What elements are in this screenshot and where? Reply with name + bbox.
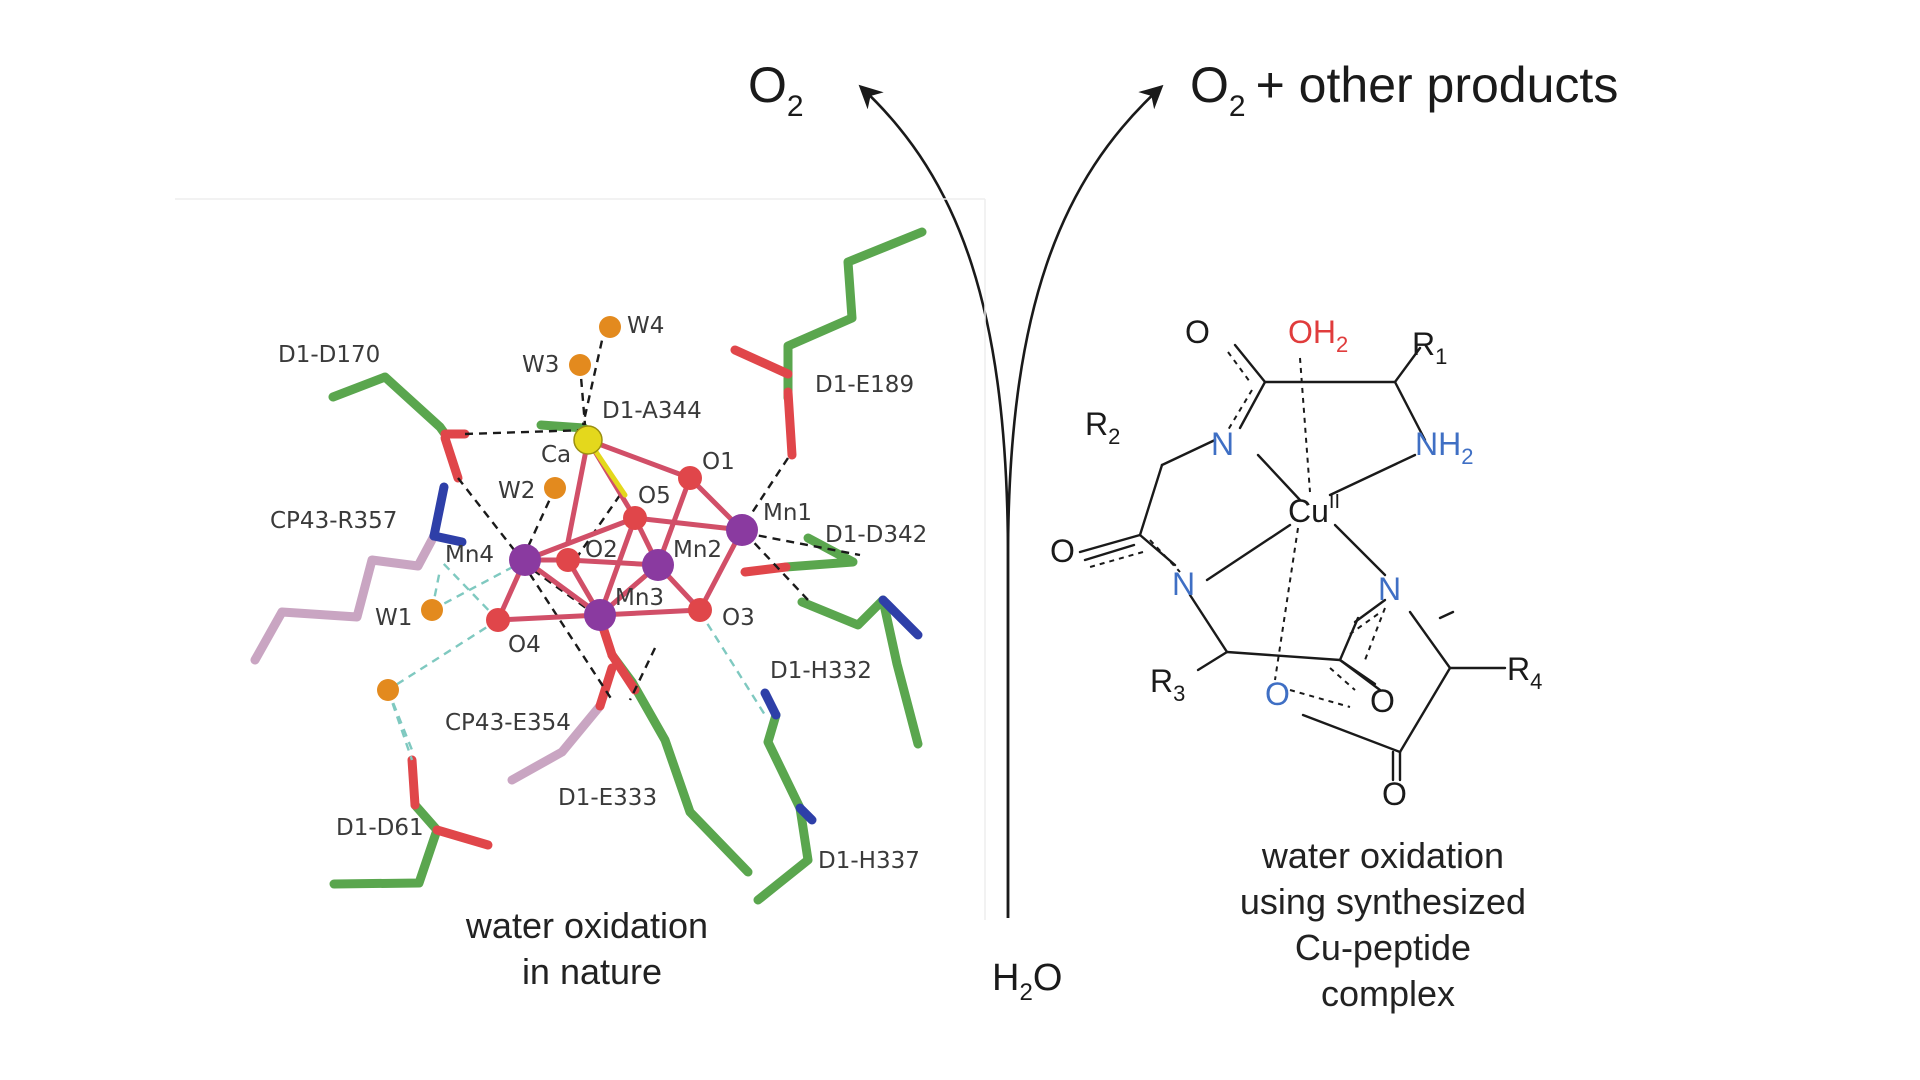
residue-d1-h337-n	[760, 688, 781, 720]
oxygen-o5-atom	[623, 506, 647, 530]
water-w4-atom	[599, 316, 621, 338]
residue-d1-e189-oxygen2	[730, 345, 793, 379]
residue-d1-d61	[329, 800, 442, 889]
reactant-label: H2O	[992, 957, 1062, 1006]
oxygen-bottom-label: O	[1382, 776, 1407, 812]
oxygen-o4-atom	[486, 608, 510, 632]
residue-d1-h332-n	[878, 595, 923, 640]
residue-d1-d342	[781, 533, 858, 572]
label-mn2: Mn2	[673, 537, 722, 563]
manganese-1-atom	[726, 514, 758, 546]
residue-cp43-r357	[250, 531, 439, 665]
residue-cp43-r357-n1	[429, 482, 449, 541]
label-o1: O1	[702, 449, 735, 475]
label-d1-h332: D1-H332	[770, 658, 872, 684]
structure-labels: D1-D170 W4 W3 D1-A344 Ca D1-E189 O1 W2 O…	[270, 313, 927, 874]
water-extra-atom	[377, 679, 399, 701]
coordinated-water-label: OH2	[1288, 314, 1348, 357]
label-d1-d170: D1-D170	[278, 342, 380, 368]
copper-center-label: CuII	[1288, 491, 1340, 529]
residue-d1-e189-oxygen	[783, 387, 797, 460]
right-product-label: O2+ other products	[1190, 57, 1618, 123]
oxygen-evolving-complex-structure: D1-D170 W4 W3 D1-A344 Ca D1-E189 O1 W2 O…	[250, 227, 927, 992]
label-cp43-e354: CP43-E354	[445, 710, 571, 736]
cu-peptide-complex: O OH2 R1 R2 N NH2 CuII O N N R3 R4 O O O…	[1050, 314, 1542, 1014]
residue-d1-d170-oxygen2	[440, 433, 463, 483]
label-cp43-r357: CP43-R357	[270, 508, 397, 534]
left-product-label: O2	[748, 57, 804, 123]
label-o2: O2	[585, 537, 618, 563]
residue-cp43-e354-oxygen	[595, 663, 617, 711]
carbonyl-oxygen-label: O	[1370, 683, 1395, 719]
r2-label: R2	[1085, 406, 1120, 449]
label-w4: W4	[627, 313, 664, 339]
manganese-3-atom	[584, 599, 616, 631]
label-d1-h337: D1-H337	[818, 848, 920, 874]
residue-sticks	[250, 227, 927, 905]
nitrogen-left-label: N	[1172, 566, 1195, 602]
label-d1-e189: D1-E189	[815, 372, 914, 398]
carboxylate-oxygen-label: O	[1265, 676, 1290, 712]
reaction-scheme: O2 O2+ other products H2O	[748, 57, 1618, 1006]
nature-caption: water oxidation in nature	[465, 905, 718, 992]
manganese-4-atom	[509, 544, 541, 576]
oxygen-left-label: O	[1050, 533, 1075, 569]
complex-dashed-bonds	[1089, 351, 1386, 708]
arrow-to-right-product	[1006, 84, 1164, 918]
label-d1-d61: D1-D61	[336, 815, 424, 841]
label-d1-e333: D1-E333	[558, 785, 657, 811]
label-o3: O3	[722, 605, 755, 631]
oxygen-o2-atom	[556, 548, 580, 572]
complex-atom-labels: O OH2 R1 R2 N NH2 CuII O N N R3 R4 O O O	[1050, 314, 1542, 812]
residue-d1-h337-n2	[795, 803, 817, 825]
label-mn4: Mn4	[445, 542, 494, 568]
residue-d1-d61-oxygen	[407, 755, 420, 810]
residue-d1-e189	[783, 227, 927, 403]
residue-cp43-r357-n2	[429, 531, 467, 547]
amine-label: NH2	[1415, 426, 1473, 469]
water-w2-atom	[544, 477, 566, 499]
label-mn1: Mn1	[763, 500, 812, 526]
label-d1-a344: D1-A344	[602, 398, 702, 424]
label-w2: W2	[498, 478, 535, 504]
r3-label: R3	[1150, 663, 1185, 706]
calcium-atom	[573, 425, 603, 455]
oxygen-o1-atom	[678, 466, 702, 490]
label-ca: Ca	[541, 442, 571, 468]
label-d1-d342: D1-D342	[825, 522, 927, 548]
cu-complex-caption: water oxidation using synthesized Cu-pep…	[1240, 835, 1536, 1014]
water-w1-atom	[421, 599, 443, 621]
complex-bonds	[1078, 343, 1507, 782]
water-w3-atom	[569, 354, 591, 376]
arrow-to-left-product	[858, 84, 1010, 918]
residue-d1-d170	[328, 372, 450, 439]
residue-d1-a344	[536, 420, 589, 433]
oxygen-top-label: O	[1185, 314, 1210, 350]
manganese-2-atom	[642, 549, 674, 581]
residue-d1-d61-oxygen2	[432, 825, 493, 850]
label-w1: W1	[375, 605, 412, 631]
label-w3: W3	[522, 352, 559, 378]
r1-label: R1	[1412, 326, 1447, 369]
residue-cp43-e354	[507, 701, 605, 785]
residue-d1-e333-oxygen2	[607, 650, 640, 695]
oxygen-o3-atom	[688, 598, 712, 622]
residue-d1-d342-oxygen	[740, 562, 791, 577]
nitrogen-right-label: N	[1378, 571, 1401, 607]
r4-label: R4	[1507, 651, 1542, 694]
cluster-atoms	[377, 316, 758, 701]
label-o5: O5	[638, 483, 671, 509]
label-mn3: Mn3	[615, 585, 664, 611]
nitrogen-top-label: N	[1211, 426, 1234, 462]
label-o4: O4	[508, 632, 541, 658]
